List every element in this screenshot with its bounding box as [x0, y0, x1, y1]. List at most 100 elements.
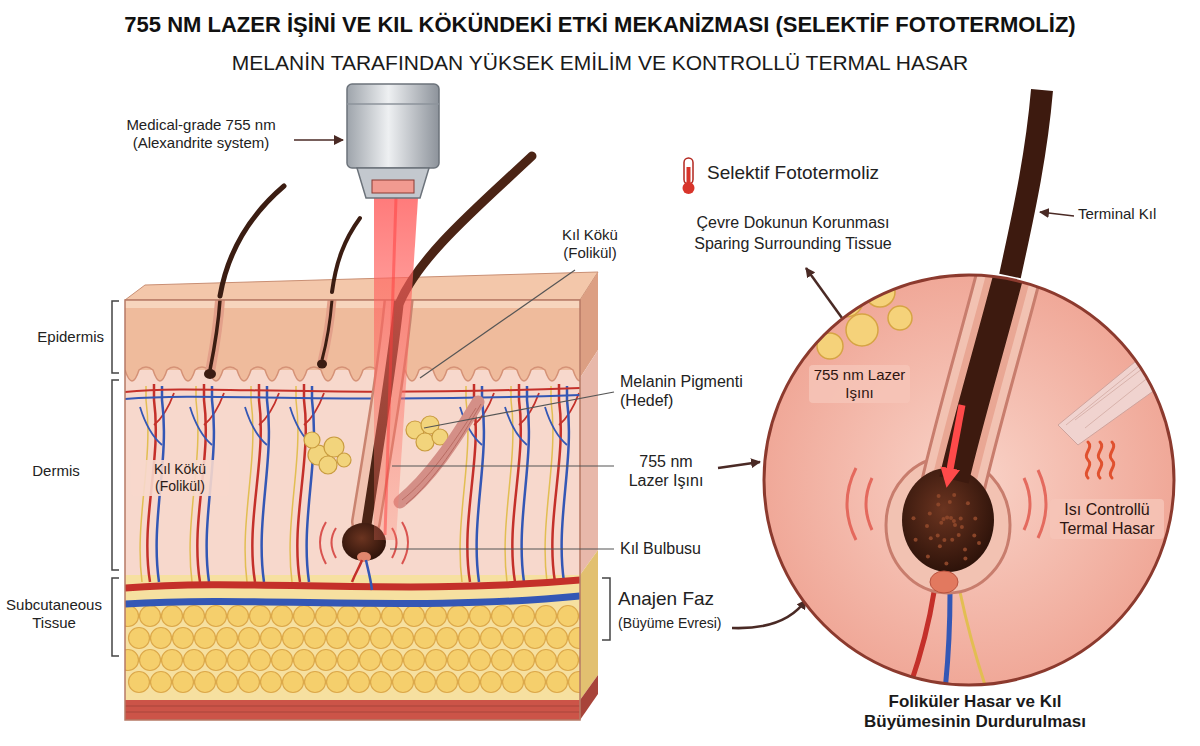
hair-follicle [902, 468, 994, 572]
sebaceous-gland [304, 432, 320, 448]
fat-cells [349, 672, 370, 693]
fat-cells [415, 672, 436, 693]
fat-cells [382, 606, 403, 627]
dermal-junction [125, 360, 580, 381]
melanin-granules [936, 533, 940, 537]
hair-follicle [930, 571, 958, 593]
fat-cells [327, 672, 348, 693]
fat-cells [173, 628, 194, 649]
melanin-granules [936, 503, 940, 507]
fat-cells [360, 650, 381, 671]
leader-line [420, 270, 575, 378]
hair-follicle [886, 262, 1012, 593]
fat-cells [338, 650, 359, 671]
laser-handpiece [347, 103, 439, 105]
fat-cells [283, 672, 304, 693]
fat-cells [766, 306, 794, 334]
fat-cells [888, 306, 912, 330]
hair-shaft [1010, 90, 1042, 276]
blood-vessels [545, 407, 567, 445]
dermal-junction [125, 367, 580, 381]
fat-cells [360, 606, 381, 627]
fat-cells [125, 650, 139, 671]
melanin-granules [925, 524, 929, 528]
laser-handpiece [357, 168, 429, 198]
node-subtext: Isı Controllü Termal Hasar [1050, 499, 1164, 539]
fat-cells [382, 650, 403, 671]
fat-cells [470, 650, 491, 671]
fat-cells [547, 628, 568, 649]
melanin-granules [966, 501, 970, 505]
pointer-arrow [294, 140, 1074, 628]
fat-cells [448, 650, 469, 671]
melanin-granules [950, 538, 954, 542]
laser-handpiece [347, 84, 439, 168]
pointer-arrow [1040, 212, 1074, 216]
fat-cells [206, 606, 227, 627]
caption-label: Foliküler Hasar ve Kıl Büyümesinin Durdu… [845, 692, 1105, 733]
hair-follicle [952, 262, 1012, 490]
fat-cells [129, 672, 150, 693]
fat-cells [151, 672, 172, 693]
sebaceous-gland [416, 433, 434, 451]
small-follicle [322, 300, 332, 360]
fat-cells [125, 606, 580, 693]
laser-beam [374, 198, 418, 540]
zoom-circle: 755 nm Lazer IşınıIsı Controllü Termal H… [764, 275, 1174, 685]
melanin-granules [977, 541, 981, 545]
zoom-view [764, 262, 1180, 700]
fat-cells [316, 606, 337, 627]
blood-vessels [477, 386, 484, 582]
small-follicle [322, 300, 332, 362]
fat-cells [536, 650, 557, 671]
small-follicle [204, 300, 332, 379]
melanin-granules [912, 493, 982, 566]
callout-label: Kıl Bulbusu [620, 539, 750, 558]
melanin-granules [963, 556, 967, 560]
melanin-granules [957, 533, 961, 537]
small-follicle [210, 300, 220, 372]
layer-label: Dermis [8, 462, 104, 480]
callout-label: Melanin Pigmenti (Hedef) [620, 372, 760, 410]
skin-layers [125, 300, 580, 720]
melanin-granules [942, 538, 946, 542]
fat-cells [470, 606, 491, 627]
sebaceous-gland [319, 456, 337, 474]
laser-arrow [948, 405, 962, 480]
blood-vessels [512, 384, 520, 582]
arrector-pili-muscle [1058, 325, 1180, 445]
sebaceous-gland [337, 453, 351, 467]
hair-follicle [352, 560, 362, 582]
melanin-granules [972, 534, 976, 538]
fat-cells [503, 672, 524, 693]
blood-vessels [505, 407, 527, 445]
melanin-granules [948, 500, 952, 504]
blood-vessels [297, 384, 305, 582]
bracket [112, 578, 119, 656]
melanin-granules [952, 519, 956, 523]
fat-cells [184, 606, 205, 627]
fat-cells [492, 606, 513, 627]
fat-cells [393, 672, 414, 693]
bracket [602, 578, 610, 640]
fat-cells [217, 672, 238, 693]
fat-cells [239, 672, 260, 693]
laser-handpiece [347, 84, 439, 198]
title-text: 755 NM LAZER İŞİNİ VE KIL KÖKÜNDEKİ ETKİ… [10, 12, 1190, 38]
phase-label: Anajen Faz [618, 588, 758, 611]
fat-cells [525, 628, 546, 649]
fat-cells [569, 628, 581, 649]
fat-cells [569, 672, 581, 693]
thermometer-icon [683, 182, 695, 194]
blood-vessels [245, 407, 267, 445]
node-text: 755 nm Lazer Işını [809, 365, 910, 403]
fat-cells [195, 672, 216, 693]
phase-label: (Büyüme Evresi) [618, 615, 758, 632]
fat-cells [250, 606, 271, 627]
bracket [112, 301, 119, 373]
fat-cells [305, 628, 326, 649]
fat-cells [795, 301, 829, 335]
fat-cells [206, 650, 227, 671]
hair-follicle [954, 262, 1012, 480]
pointer-arrow [732, 600, 806, 628]
